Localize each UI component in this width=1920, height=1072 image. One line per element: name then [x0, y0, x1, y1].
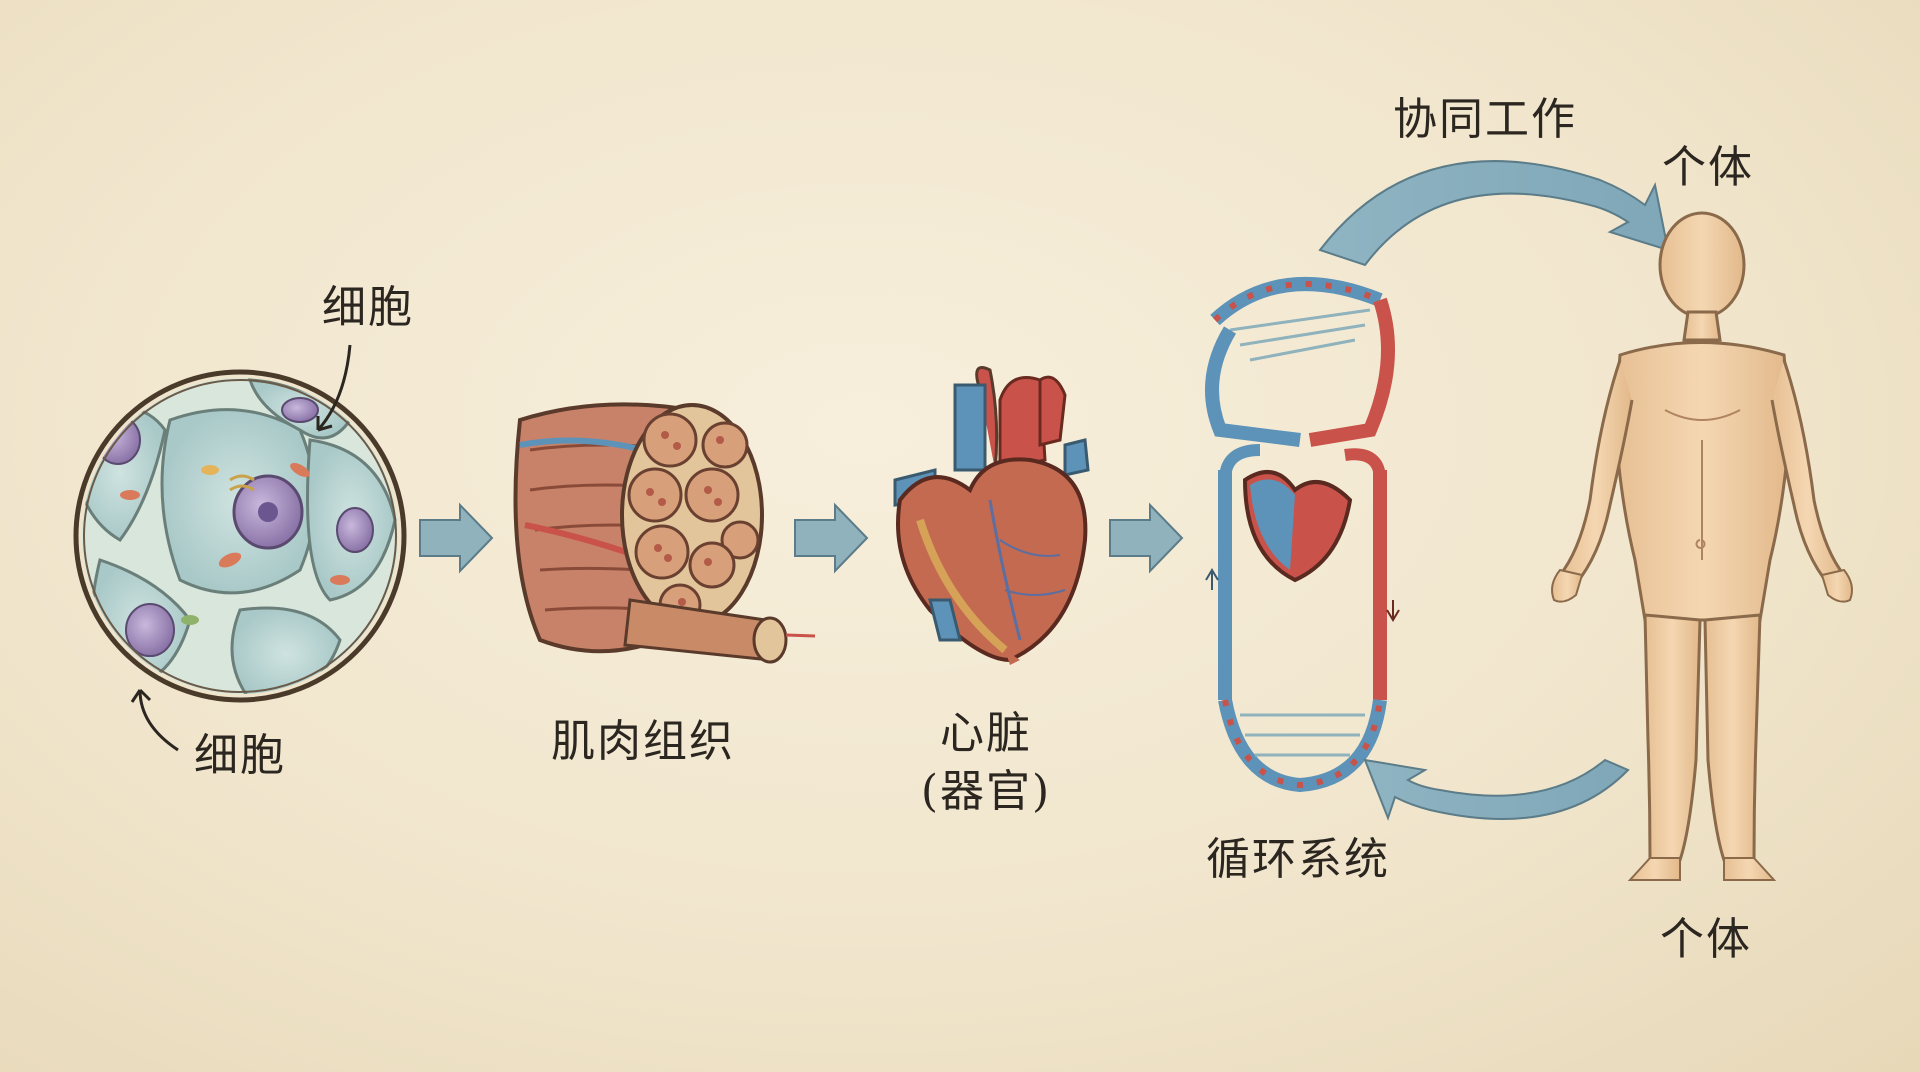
organ-sublabel: (器官)	[920, 766, 1052, 817]
return-arrow	[1363, 758, 1630, 821]
arrow-cell-to-tissue	[419, 502, 494, 574]
cell-label-bottom: 细胞	[194, 730, 286, 781]
cell-illustration	[73, 344, 407, 752]
human-body-illustration	[1551, 211, 1853, 881]
system-label: 循环系统	[1206, 834, 1390, 885]
circulatory-system-illustration	[1205, 277, 1400, 793]
heart-illustration	[893, 366, 1090, 665]
organism-label-bottom: 个体	[1660, 914, 1752, 965]
cooperate-arrow	[1318, 160, 1670, 267]
arrow-organ-to-system	[1109, 502, 1184, 574]
cooperate-label: 协同工作	[1393, 94, 1577, 145]
muscle-tissue-illustration	[513, 402, 816, 664]
arrow-tissue-to-organ	[794, 502, 869, 574]
cell-label-top: 细胞	[322, 282, 414, 333]
organ-label: 心脏	[940, 708, 1032, 759]
organism-label-top: 个体	[1662, 142, 1754, 193]
tissue-label: 肌肉组织	[551, 716, 735, 767]
